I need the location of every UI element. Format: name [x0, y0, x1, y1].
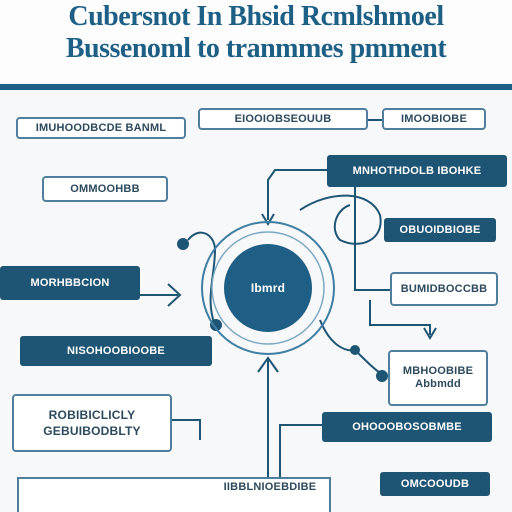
node-bottom-center: IIBBLNIOEBDIBE — [223, 480, 317, 493]
connector-left-swirl — [187, 231, 217, 326]
connector-right-lower — [369, 300, 431, 335]
node-bottom-right-upper: OHOOOBOSOBMBE — [322, 412, 492, 442]
header-underline — [0, 0, 512, 90]
connector-hook — [299, 194, 382, 245]
node-right-upper: MNHOTHDOLB IBOHKE — [327, 155, 507, 187]
node-right-mid: OBUOIDBIOBE — [384, 218, 496, 242]
center-circle-ring — [201, 221, 335, 355]
node-top-right: IMOOBIOBE — [382, 108, 486, 130]
node-bottom-right-lower: OMCOOUDB — [380, 472, 490, 496]
title-line-1: Cubersnot In Bhsid Rcmlshmoel — [68, 1, 444, 32]
node-left-lower: NISOHOOBIOOBE — [20, 336, 212, 366]
node-right-lower: BUMIDBOCCBB — [390, 272, 498, 306]
title-line-2: Bussenoml to tranmmes pmment — [65, 33, 447, 64]
center-label: Ibmrd — [250, 280, 286, 295]
node-left-mid: MORHBBCION — [0, 266, 140, 300]
connector-top-right — [267, 169, 330, 220]
node-top-left: IMUHOODBCDE BANML — [16, 117, 186, 139]
node-right-bottom-box: MBHOOBIBE Abbmdd — [388, 350, 488, 406]
node-left-bottom-box: ROBIBICLICLY GEBUIBODBLTY — [12, 394, 172, 452]
header: Cubersnot In Bhsid Rcmlshmoel Bussenoml … — [0, 0, 512, 90]
node-top-mid: EIOOIOBSEOUUB — [198, 108, 368, 130]
bottom-panel — [17, 477, 331, 512]
center-circle — [224, 244, 312, 332]
node-left-upper: OMMOOHBB — [42, 176, 168, 202]
